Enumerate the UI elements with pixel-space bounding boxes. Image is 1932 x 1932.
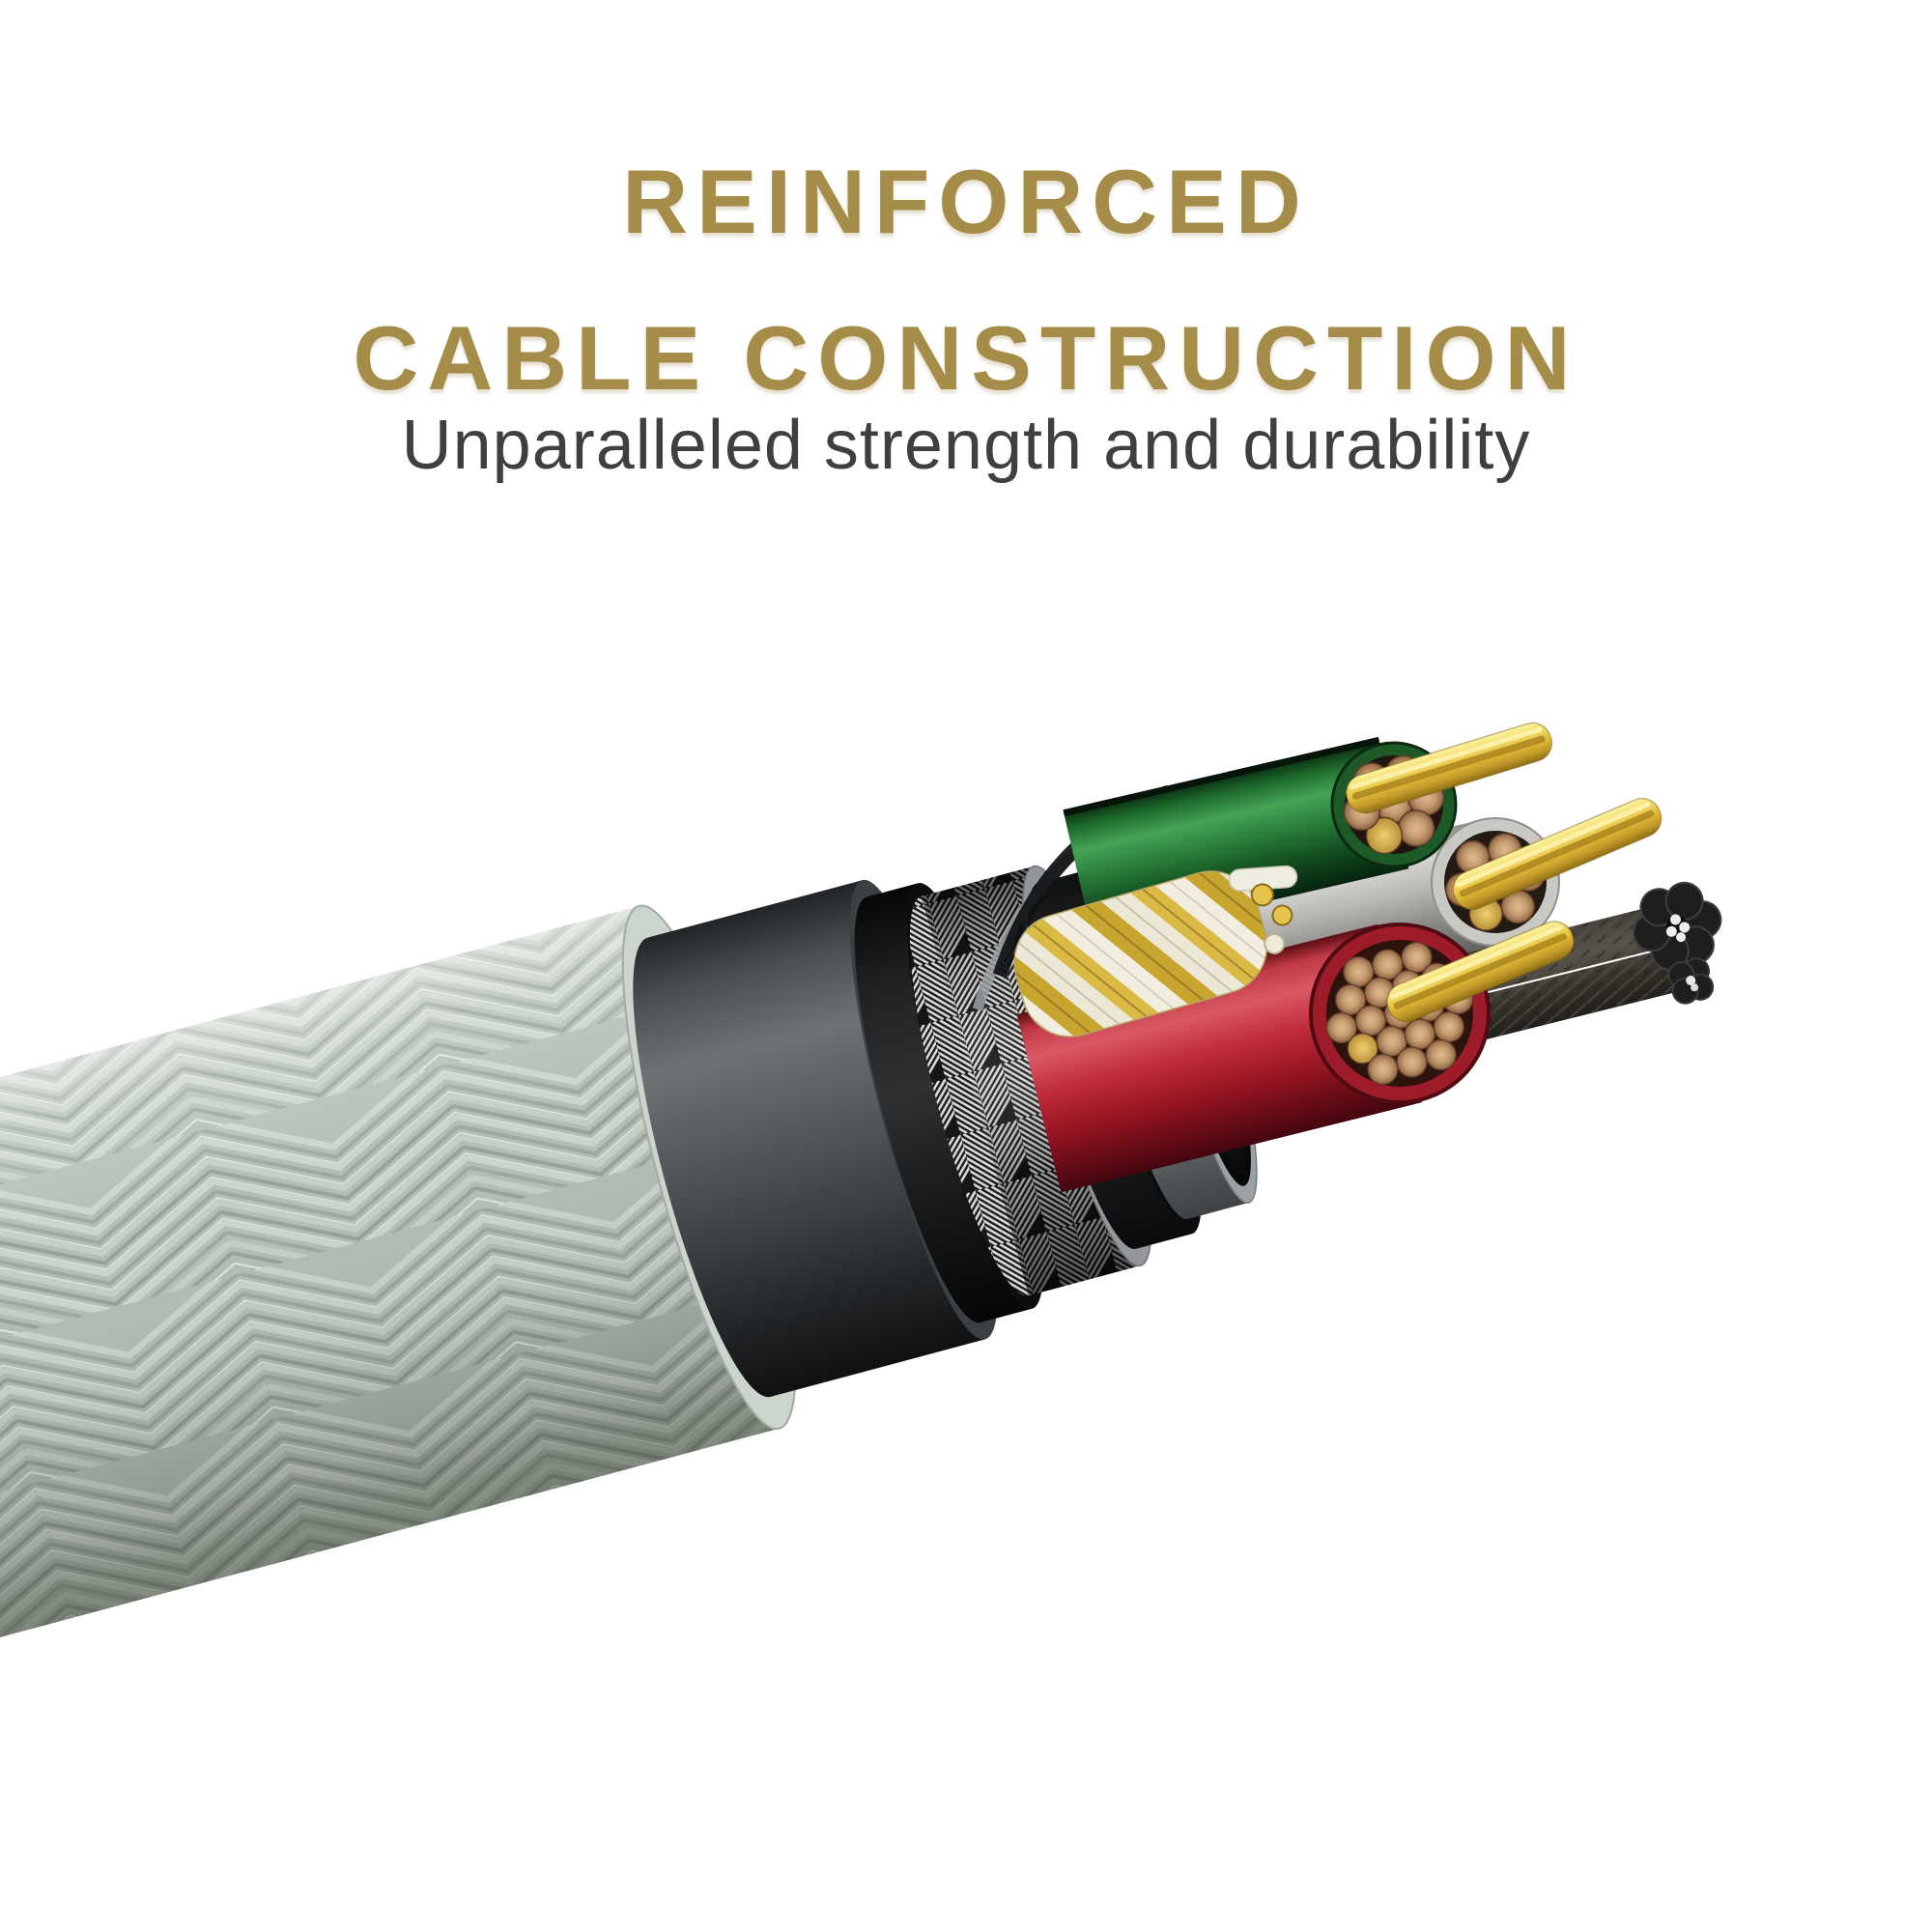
pin-highlight bbox=[1456, 802, 1651, 888]
aramid-strand-tips bbox=[1250, 883, 1293, 954]
steel-strand-cut-face-small bbox=[1667, 957, 1715, 1005]
aramid-fiber-bundle bbox=[1013, 865, 1298, 1037]
page-title-line-2: CABLE CONSTRUCTION bbox=[353, 306, 1579, 409]
outer-braid-shading bbox=[0, 905, 780, 1781]
page-subtitle: Unparalleled strength and durability bbox=[401, 407, 1531, 484]
gold-contact-pin-1 bbox=[1345, 722, 1553, 814]
gold-contact-pin-3 bbox=[1386, 921, 1575, 1023]
pin-groove bbox=[1393, 933, 1567, 1009]
metal-braid-shield-shading bbox=[922, 866, 1141, 1296]
page-title: REINFORCED CABLE CONSTRUCTION bbox=[0, 124, 1932, 436]
steel-core-wires bbox=[1665, 914, 1690, 943]
pin-groove bbox=[1352, 735, 1546, 800]
pin-highlight bbox=[1350, 726, 1543, 790]
pin-groove bbox=[1460, 810, 1655, 897]
green-wire-top-edge bbox=[1063, 736, 1380, 817]
aramid-rope bbox=[1013, 870, 1268, 1037]
rubber-jacket bbox=[647, 880, 985, 1397]
amber-strand bbox=[1365, 816, 1404, 855]
page-title-line-1: REINFORCED bbox=[622, 151, 1310, 252]
gold-contact-pin-2 bbox=[1452, 797, 1662, 911]
pin-highlight bbox=[1389, 924, 1563, 1000]
